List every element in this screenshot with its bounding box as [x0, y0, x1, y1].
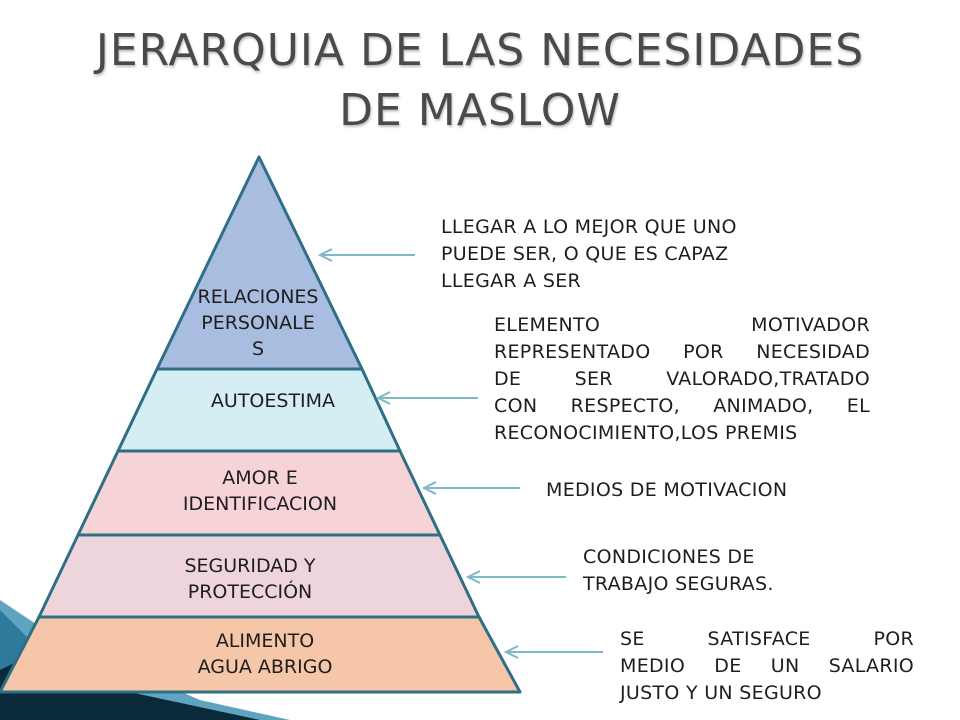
- description-line: CONDICIONES DE: [583, 546, 755, 568]
- arrow-self-actualization: [317, 248, 415, 262]
- level-label-esteem: AUTOESTIMA: [168, 388, 378, 414]
- description-safety: CONDICIONES DE TRABAJO SEGURAS.: [583, 544, 883, 598]
- description-self-actualization: LLEGAR A LO MEJOR QUE UNO PUEDE SER, O Q…: [441, 214, 801, 295]
- title-line-2: DE MASLOW: [339, 85, 621, 136]
- level-label-line: PERSONALE: [201, 312, 315, 334]
- level-label-love: AMOR E IDENTIFICACION: [160, 465, 360, 517]
- description-line: ELEMENTO MOTIVADOR: [494, 314, 870, 336]
- level-label-line: AGUA ABRIGO: [197, 656, 333, 678]
- description-line: PUEDE SER, O QUE ES CAPAZ: [441, 243, 729, 265]
- description-line: MEDIO DE UN SALARIO: [620, 655, 914, 677]
- description-esteem: ELEMENTO MOTIVADOR REPRESENTADO POR NECE…: [494, 312, 870, 447]
- level-label-line: PROTECCIÓN: [187, 581, 313, 603]
- description-line: LLEGAR A LO MEJOR QUE UNO: [441, 216, 737, 238]
- level-label-line: S: [251, 338, 265, 360]
- description-line: MEDIOS DE MOTIVACION: [546, 479, 788, 501]
- description-line: LLEGAR A SER: [441, 270, 582, 292]
- arrow-love: [421, 481, 520, 495]
- arrow-safety: [465, 570, 566, 584]
- arrow-esteem: [375, 391, 478, 405]
- description-line: CON RESPECTO, ANIMADO, EL: [494, 395, 870, 417]
- description-line: RECONOCIMIENTO,LOS PREMIS: [494, 422, 798, 444]
- level-label-self-actualization: RELACIONES PERSONALE S: [168, 284, 348, 362]
- corner-decoration-dark: [0, 640, 260, 720]
- pyramid-band-physiological: [0, 615, 522, 694]
- description-line: REPRESENTADO POR NECESIDAD: [494, 341, 870, 363]
- description-line: JUSTO Y UN SEGURO: [620, 682, 822, 704]
- level-label-physiological: ALIMENTO AGUA ABRIGO: [160, 628, 370, 680]
- level-label-line: IDENTIFICACION: [182, 493, 338, 515]
- level-label-line: RELACIONES: [197, 286, 319, 308]
- level-label-line: ALIMENTO: [215, 630, 315, 652]
- description-love: MEDIOS DE MOTIVACION: [546, 477, 876, 504]
- level-label-line: AMOR E: [222, 467, 298, 489]
- description-line: SE SATISFACE POR: [620, 628, 914, 650]
- arrow-physiological: [503, 645, 603, 659]
- level-label-line: AUTOESTIMA: [210, 390, 336, 412]
- title-line-1: JERARQUIA DE LAS NECESIDADES: [95, 25, 865, 76]
- description-line: TRABAJO SEGURAS.: [583, 573, 774, 595]
- level-label-line: SEGURIDAD Y: [184, 555, 316, 577]
- description-physiological: SE SATISFACE POR MEDIO DE UN SALARIO JUS…: [620, 626, 914, 707]
- level-label-safety: SEGURIDAD Y PROTECCIÓN: [145, 553, 355, 605]
- description-line: DE SER VALORADO,TRATADO: [494, 368, 870, 390]
